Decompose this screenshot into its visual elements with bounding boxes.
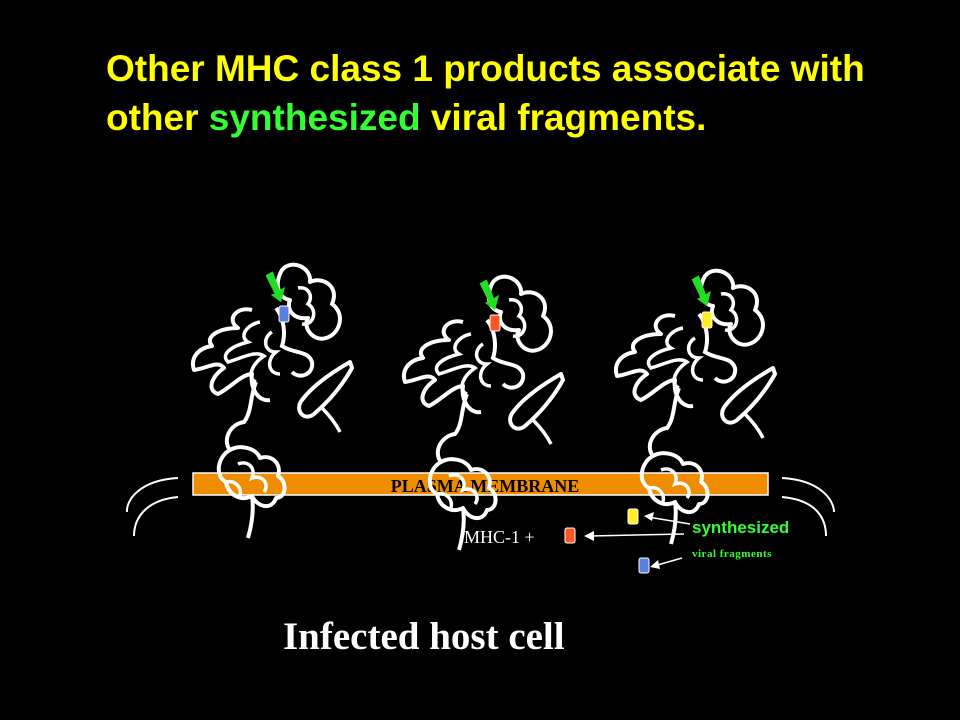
free-fragment [638,557,650,574]
peptide-fragment [278,305,290,323]
synthesized-label: synthesized [692,518,789,537]
cell-caption: Infected host cell [283,615,565,658]
mhc-molecule [190,262,354,540]
free-fragment [627,508,639,525]
pointer-arrow-icon [650,557,683,569]
title-part-1: Other MHC class 1 products associate wit… [106,48,865,138]
cell-outline-outer [125,477,835,513]
plasma-membrane [192,472,769,496]
title-highlight: synthesized [208,97,421,138]
cell-outline-inner [133,496,827,537]
peptide-fragment [489,314,501,332]
title-part-2: viral fragments. [420,97,707,138]
mhc-molecule [613,268,777,546]
slide-title: Other MHC class 1 products associate wit… [106,44,926,142]
pointer-arrow-icon [584,531,685,541]
mhc-label: MHC-1 + [464,527,535,547]
pointer-arrow-icon [644,512,691,525]
viral-fragments-label: viral fragments [692,548,772,560]
membrane-label: PLASMA MEMBRANE [391,476,580,496]
peptide-fragment [701,311,713,329]
free-fragment [564,527,576,544]
mhc-molecule [401,274,565,552]
